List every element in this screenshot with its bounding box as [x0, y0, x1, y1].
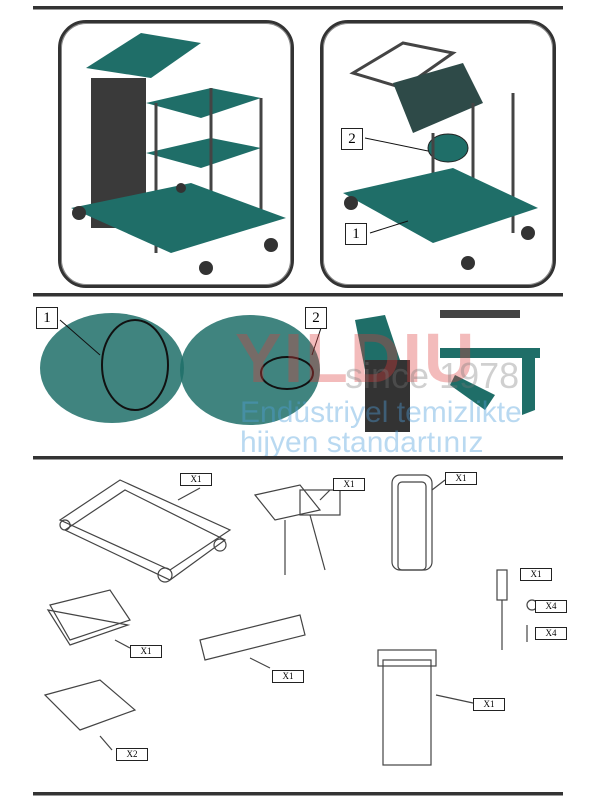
- qty-tool-holder: X1: [272, 670, 304, 683]
- detail-callout-2: 2: [305, 307, 327, 329]
- qty-bin: X1: [473, 698, 505, 711]
- qty-lid: X1: [130, 645, 162, 658]
- watermark-slogan-line1: Endüstriyel temizlikte: [240, 396, 522, 429]
- watermark-since: since 1978: [345, 355, 520, 396]
- qty-handle-assembly: X1: [333, 478, 365, 491]
- section-rule-1: [33, 293, 563, 297]
- qty-screw: X4: [535, 627, 567, 640]
- watermark-brand: YILDIU: [235, 319, 477, 397]
- top-rule: [33, 6, 563, 10]
- callout-2: 2: [341, 128, 363, 150]
- qty-u-frame: X1: [445, 472, 477, 485]
- bottom-rule: [33, 792, 563, 796]
- qty-tray: X2: [116, 748, 148, 761]
- qty-screwdriver: X1: [520, 568, 552, 581]
- assembled-cart-illustration: [71, 33, 286, 275]
- frame-assembly-panel: 2 1: [320, 20, 556, 288]
- qty-washer: X4: [535, 600, 567, 613]
- parts-illustrations: [43, 474, 538, 766]
- section-rule-2: [33, 456, 563, 460]
- detail-illustrations: [40, 310, 540, 432]
- detail-callout-1: 1: [36, 307, 58, 329]
- frame-assembly-illustration: [343, 41, 538, 270]
- callout-1: 1: [345, 223, 367, 245]
- assembled-cart-panel: [58, 20, 294, 288]
- qty-base-frame: X1: [180, 473, 212, 486]
- watermark-slogan-line2: hijyen standartınız: [240, 426, 484, 459]
